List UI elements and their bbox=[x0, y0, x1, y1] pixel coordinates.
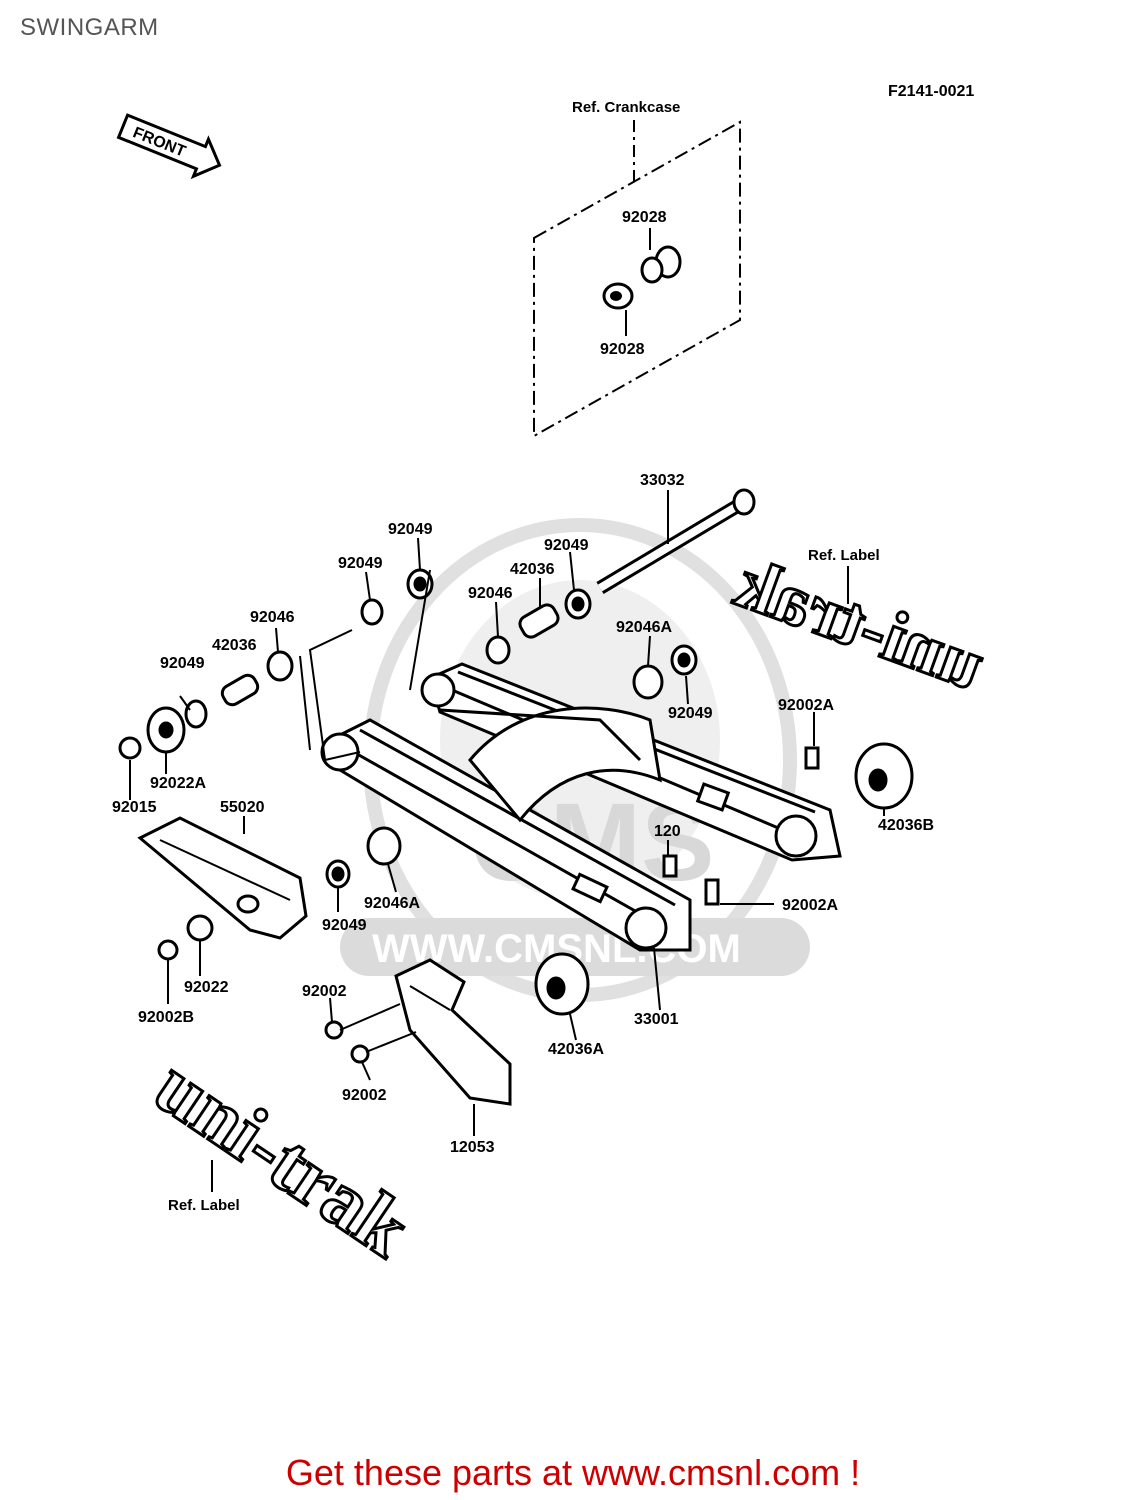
part-label: 92049 bbox=[544, 537, 589, 554]
part-label: 92049 bbox=[388, 521, 433, 538]
chain-guard-55020 bbox=[137, 816, 308, 961]
right-pivot-parts bbox=[409, 569, 698, 700]
pivot-shaft-33032 bbox=[596, 488, 756, 595]
part-labels: 92028 92028 33032 92049 92049 92049 4203… bbox=[112, 209, 934, 1156]
part-label: 42036A bbox=[548, 1041, 604, 1058]
page-title: SWINGARM bbox=[20, 14, 159, 41]
part-label: 42036 bbox=[510, 561, 555, 578]
sleeve-42036-a bbox=[220, 673, 260, 707]
part-label: 92022A bbox=[150, 775, 206, 792]
part-label: 92046A bbox=[364, 895, 420, 912]
part-label: 33001 bbox=[634, 1011, 679, 1028]
part-label: 42036B bbox=[878, 817, 934, 834]
ref-label-top: Ref. Label bbox=[808, 547, 880, 564]
crankcase-reference: Ref. Crankcase bbox=[533, 99, 741, 438]
uni-trak-logo-mirrored: uni-trak bbox=[726, 542, 994, 705]
chain-slipper-12053 bbox=[324, 958, 512, 1106]
bolt-92002A-a bbox=[804, 746, 820, 770]
washer-92022 bbox=[186, 914, 214, 942]
part-label: 92049 bbox=[338, 555, 383, 572]
bushing-92028-upper bbox=[640, 245, 682, 284]
footer-cta[interactable]: Get these parts at www.cmsnl.com ! bbox=[285, 1452, 861, 1493]
front-arrow: FRONT bbox=[116, 113, 222, 180]
ref-crankcase-label: Ref. Crankcase bbox=[572, 99, 680, 116]
part-label: 92002 bbox=[302, 983, 347, 1000]
part-label: 92022 bbox=[184, 979, 229, 996]
collar-92049-a bbox=[360, 598, 384, 626]
bushing-92028-lower bbox=[602, 282, 634, 310]
part-label: 55020 bbox=[220, 799, 265, 816]
part-label: 92028 bbox=[622, 209, 667, 226]
leader-lines bbox=[129, 537, 885, 1192]
part-label: 92002A bbox=[782, 897, 838, 914]
diagram-code: F2141-0021 bbox=[888, 83, 974, 100]
swingarm-body-33001 bbox=[320, 662, 842, 952]
part-label: 92046 bbox=[468, 585, 513, 602]
bearing-92046A-a bbox=[632, 664, 664, 700]
part-label: 92046A bbox=[616, 619, 672, 636]
bolt-92002-a bbox=[324, 1020, 344, 1040]
bearing-92046-b bbox=[485, 635, 511, 665]
bearing-92046-a bbox=[266, 650, 294, 682]
sleeve-42036-b bbox=[518, 603, 560, 639]
part-label: 120 bbox=[654, 823, 681, 840]
part-label: 12053 bbox=[450, 1139, 495, 1156]
part-label: 92028 bbox=[600, 341, 645, 358]
bolt-120 bbox=[662, 854, 678, 878]
bolt-92002B bbox=[157, 939, 179, 961]
seal-92049-c bbox=[184, 699, 208, 729]
part-label: 92002B bbox=[138, 1009, 194, 1026]
ref-label-bottom: Ref. Label bbox=[168, 1197, 240, 1214]
part-label: 92049 bbox=[322, 917, 367, 934]
part-label: 92002A bbox=[778, 697, 834, 714]
part-label: 92002 bbox=[342, 1087, 387, 1104]
uni-trak-logo: uni-trak bbox=[140, 1042, 425, 1274]
part-label: 92049 bbox=[668, 705, 713, 722]
bolt-92002-b bbox=[350, 1044, 370, 1064]
part-label: 92015 bbox=[112, 799, 157, 816]
part-label: 92046 bbox=[250, 609, 295, 626]
left-pivot-parts bbox=[118, 568, 434, 762]
lower-parts bbox=[325, 742, 914, 1016]
part-label: 33032 bbox=[640, 472, 685, 489]
part-label: 42036 bbox=[212, 637, 257, 654]
part-label: 92049 bbox=[160, 655, 205, 672]
nut-92015 bbox=[118, 736, 142, 760]
bearing-92046A-b bbox=[366, 826, 402, 866]
bolt-92002A-b bbox=[704, 878, 720, 906]
